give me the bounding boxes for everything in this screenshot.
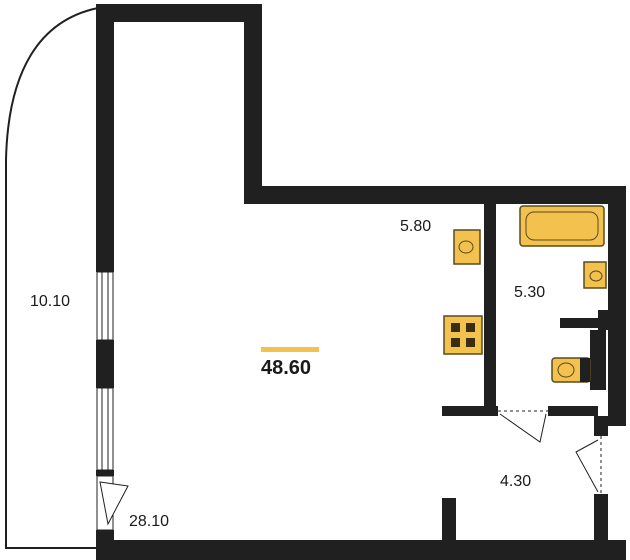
balcony-outline	[5, 7, 99, 549]
kitchen-area-label: 5.80	[400, 218, 432, 235]
stove-icon	[443, 315, 483, 355]
door-icon	[575, 436, 602, 494]
window-icon	[96, 271, 114, 471]
sink-icon	[453, 229, 481, 265]
door-icon	[498, 410, 548, 443]
balcony-area-label: 10.10	[30, 293, 71, 310]
hall-area-label: 4.30	[500, 473, 532, 490]
living-area-label: 28.10	[129, 513, 170, 530]
walls	[96, 4, 626, 560]
toilet-icon	[551, 357, 591, 383]
total-area-label: 48.60	[261, 357, 312, 379]
bathroom-area-label: 5.30	[514, 284, 546, 301]
total-area-accent-bar	[261, 347, 319, 352]
door-icon	[96, 475, 129, 531]
bathtub-icon	[519, 205, 605, 247]
sink-icon	[583, 261, 607, 289]
